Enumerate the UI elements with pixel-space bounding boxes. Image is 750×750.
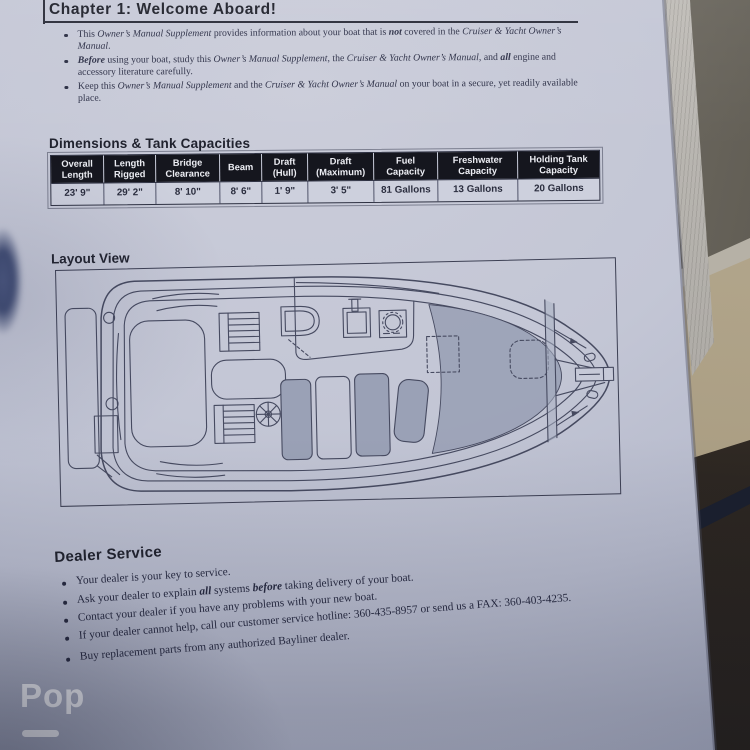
pop-watermark-dash [22,730,59,737]
v-berth-shaded-area [428,304,562,454]
windshield-line [295,281,440,294]
mid-seat [315,375,352,460]
text-segment: taking delivery of your boat. [281,571,414,593]
stove-icon [378,309,408,339]
text-segment: Ask your dealer to explain [76,585,200,606]
corner-seat [393,379,429,443]
deck-seam-top [152,292,220,312]
door-swing-line [288,339,311,358]
swim-platform [64,307,100,470]
hull-outline [100,276,611,492]
bow-pulpit [574,352,615,399]
bullet-icon [62,581,67,587]
helm-seat [280,378,313,461]
sink-icon [342,298,372,339]
galley-console [293,278,415,360]
text-segment: before [252,580,283,595]
fuel-fill-icon [105,397,119,411]
stern-cleat-icon [103,311,116,324]
head-seat [280,305,320,337]
engine-well [93,415,119,454]
layout-view-box [55,257,622,507]
deck-seam-bottom [156,461,226,478]
bow-bulkhead-band [544,299,557,442]
ladder-steps-top [218,311,261,352]
rub-rail-line [112,285,598,482]
bow-deck-lines [553,329,606,427]
deck-hatch-1 [426,335,460,374]
steering-wheel-icon [255,401,281,427]
chapter-heading-block: Chapter 1: Welcome Aboard! [43,0,578,24]
arrow-icon [571,410,580,417]
bullet-icon [64,618,69,624]
transom-curve [116,333,122,441]
pop-watermark-label: Pop [20,677,86,714]
text-segment: systems [210,582,254,598]
companion-seat [354,373,391,457]
text-segment: Your dealer is your key to service. [75,565,231,588]
chapter-rule [44,21,578,23]
cabin-table [210,358,287,400]
bullet-icon [63,600,68,606]
bow-bulkhead-lines [544,299,558,443]
arrow-icon [569,337,578,344]
ladder-steps-bottom [213,403,256,444]
bullet-text: Your dealer is your key to service. [76,566,231,587]
transom-hatch-lines [96,454,121,478]
bullet-icon [65,636,70,642]
aft-berth [129,319,208,448]
heading-left-tick [43,0,45,24]
capacities-heading: Dimensions & Tank Capacities [49,136,251,151]
pop-watermark: Pop [20,678,85,737]
text-segment: all [198,585,212,598]
page-title: Chapter 1: Welcome Aboard! [49,1,277,18]
bullet-icon [66,657,71,663]
blue-object-blur [0,227,23,335]
boat-layout-diagram [64,276,615,492]
